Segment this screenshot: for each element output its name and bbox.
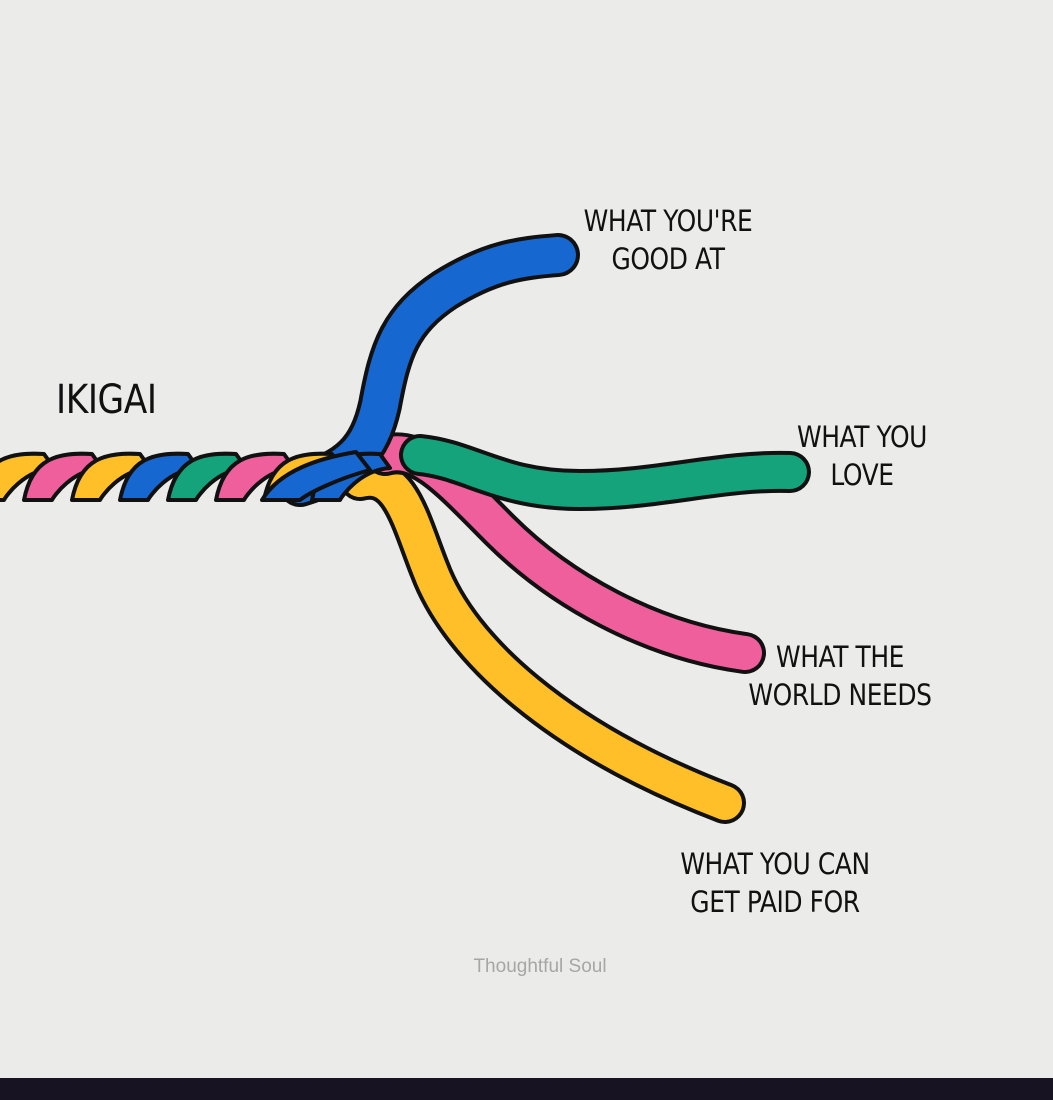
- label-love-line1: WHAT YOU: [796, 420, 928, 454]
- rope-twist-segment: [22, 451, 104, 502]
- label-world-needs-line1: WHAT THE: [775, 640, 905, 674]
- rope-twist-segment: [166, 451, 248, 502]
- label-love: WHAT YOU LOVE: [767, 418, 956, 494]
- label-paid-for: WHAT YOU CAN GET PAID FOR: [655, 845, 896, 921]
- label-world-needs-line2: WORLD NEEDS: [748, 678, 932, 712]
- rope-twist-segment: [260, 450, 372, 502]
- label-paid-for-line2: GET PAID FOR: [690, 885, 860, 919]
- label-love-line2: LOVE: [830, 458, 894, 492]
- twisted-rope: [0, 450, 392, 502]
- credit-text: Thoughtful Soul: [473, 956, 607, 977]
- label-paid-for-line1: WHAT YOU CAN: [680, 847, 870, 881]
- label-world-needs: WHAT THE WORLD NEEDS: [737, 638, 943, 714]
- ikigai-title: IKIGAI: [56, 377, 157, 423]
- rope-twist-segment: [118, 451, 200, 502]
- label-good-at-line1: WHAT YOU'RE: [583, 204, 753, 238]
- rope-twist-segment: [70, 451, 152, 502]
- label-good-at: WHAT YOU'RE GOOD AT: [565, 202, 771, 278]
- strand-paid-for: [339, 457, 746, 824]
- rope-twist-segment: [214, 451, 296, 502]
- strand-love: [399, 434, 811, 511]
- bottom-bar: [0, 1078, 1053, 1100]
- label-good-at-line2: GOOD AT: [611, 242, 725, 276]
